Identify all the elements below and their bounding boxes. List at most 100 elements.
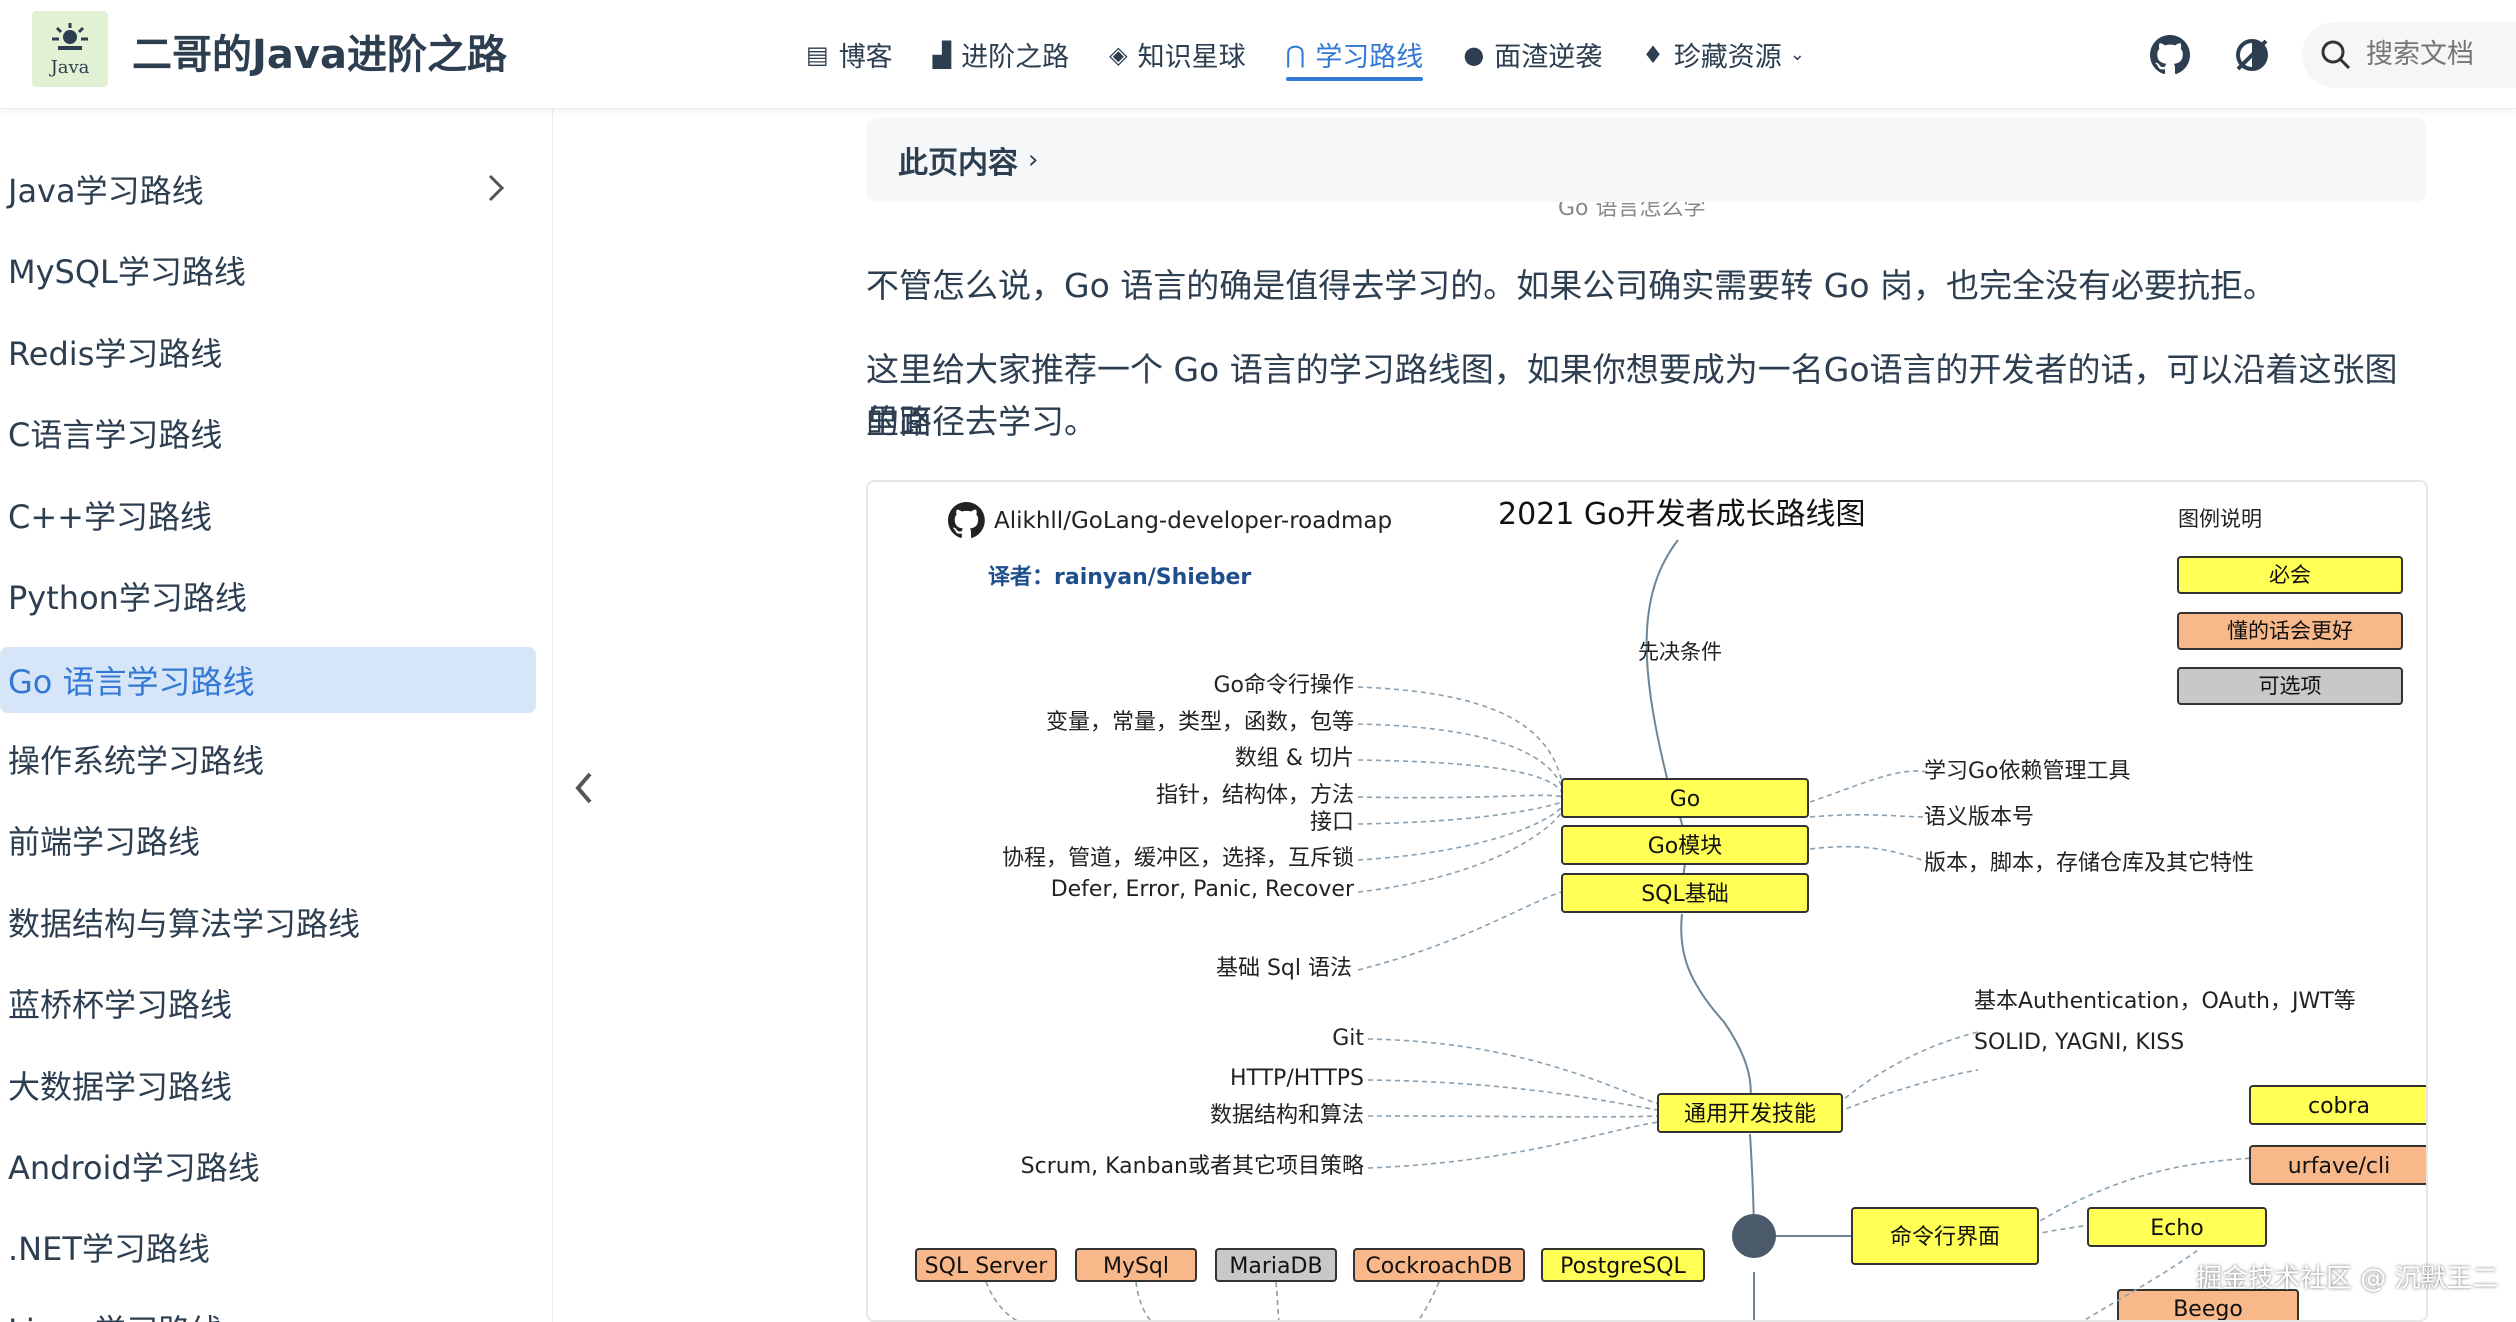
search-input[interactable] xyxy=(2366,39,2516,70)
main-nav: ▤ 博客 ▟ 进阶之路 ◈ 知识星球 ⋂ 学习路线 ● 面渣逆袭 ♦ 珍藏资源 … xyxy=(806,0,1845,109)
site-logo[interactable]: Java xyxy=(32,11,108,87)
topic-item: 指针，结构体，方法 xyxy=(1156,783,1354,808)
topic-item: 基础 Sql 语法 xyxy=(1216,956,1352,981)
sidebar-item-c[interactable]: C语言学习路线 xyxy=(0,400,536,466)
search-icon xyxy=(2321,40,2351,69)
sidebar-item-label: .NET学习路线 xyxy=(8,1230,210,1268)
sidebar-item-label: Android学习路线 xyxy=(8,1149,260,1187)
node-label: MySql xyxy=(1103,1254,1169,1279)
nav-resources-dropdown[interactable]: ♦ 珍藏资源 ⌄ xyxy=(1642,0,1805,109)
toc-toggle[interactable]: 此页内容 › xyxy=(866,118,2426,202)
core-node-go-modules: Go模块 xyxy=(1561,825,1809,865)
nav-advanced-path-label: 进阶之路 xyxy=(961,42,1070,73)
node-label: cobra xyxy=(2308,1094,2370,1119)
sidebar-item-dsa[interactable]: 数据结构与算法学习路线 xyxy=(0,889,536,955)
paragraph-2-line-1: 这里给大家推荐一个 Go 语言的学习路线图，如果你想要成为一名Go语言的开发者的… xyxy=(866,350,2398,441)
chevron-right-icon xyxy=(488,174,505,202)
web-item-beego: Beego xyxy=(2117,1289,2299,1322)
nav-blog-label: 博客 xyxy=(838,42,893,73)
nav-resources-label: 珍藏资源 xyxy=(1673,42,1782,73)
cli-item-urfave: urfave/cli xyxy=(2249,1145,2426,1185)
roadmap-diagram: Alikhll/GoLang-developer-roadmap 译者：rain… xyxy=(915,497,2426,1322)
node-label: 通用开发技能 xyxy=(1684,1102,1816,1127)
sidebar-item-label: Go 语言学习路线 xyxy=(8,663,255,701)
topic-item: Git xyxy=(1332,1026,1364,1051)
toc-label: 此页内容 xyxy=(898,146,1018,181)
sidebar-item-label: Python学习路线 xyxy=(8,579,247,617)
coin-icon: ● xyxy=(1463,40,1485,69)
legend-label: 必会 xyxy=(2269,563,2311,587)
sidebar-item-python[interactable]: Python学习路线 xyxy=(0,563,536,629)
sidebar-item-os[interactable]: 操作系统学习路线 xyxy=(0,726,536,792)
planet-icon: ◈ xyxy=(1109,40,1128,69)
topic-item: Scrum, Kanban或者其它项目策略 xyxy=(1021,1154,1364,1179)
sidebar-item-bigdata[interactable]: 大数据学习路线 xyxy=(0,1052,536,1118)
topic-item: 学习Go依赖管理工具 xyxy=(1924,759,2131,784)
chevron-down-icon: ⌄ xyxy=(1789,44,1805,65)
sidebar-item-frontend[interactable]: 前端学习路线 xyxy=(0,807,536,873)
db-item-cockroachdb: CockroachDB xyxy=(1353,1248,1525,1282)
core-right-topics: 学习Go依赖管理工具 语义版本号 版本，脚本，存储仓库及其它特性 xyxy=(1924,759,2254,876)
sidebar-item-label: 蓝桥杯学习路线 xyxy=(8,986,233,1024)
sidebar: Java学习路线 MySQL学习路线 Redis学习路线 C语言学习路线 C++… xyxy=(0,109,553,1322)
sidebar-item-label: 操作系统学习路线 xyxy=(8,742,265,780)
node-label: SQL Server xyxy=(925,1254,1049,1279)
top-navbar: Java 二哥的Java进阶之路 ▤ 博客 ▟ 进阶之路 ◈ 知识星球 ⋂ 学习… xyxy=(0,0,2516,109)
right-topic-connectors xyxy=(1809,770,2255,1237)
sidebar-item-lanqiao[interactable]: 蓝桥杯学习路线 xyxy=(0,970,536,1036)
sidebar-item-linux[interactable]: Linux学习路线 xyxy=(0,1296,536,1322)
nav-learning-roadmap[interactable]: ⋂ 学习路线 xyxy=(1285,0,1423,109)
sidebar-item-android[interactable]: Android学习路线 xyxy=(0,1133,536,1199)
node-general-dev-skills: 通用开发技能 xyxy=(1657,1093,1843,1133)
sidebar-item-go[interactable]: Go 语言学习路线 xyxy=(0,647,536,713)
sidebar-item-label: 前端学习路线 xyxy=(8,823,201,861)
node-label: Go xyxy=(1670,787,1701,812)
db-item-mysql: MySql xyxy=(1075,1248,1197,1282)
left-topic-connectors xyxy=(1357,686,1659,1169)
document-icon: ▤ xyxy=(806,40,829,69)
legend-title: 图例说明 xyxy=(2178,507,2262,531)
site-title[interactable]: 二哥的Java进阶之路 xyxy=(132,32,507,78)
web-item-echo: Echo xyxy=(2087,1207,2267,1247)
node-label: SQL基础 xyxy=(1641,882,1729,907)
nav-blog[interactable]: ▤ 博客 xyxy=(806,0,893,109)
chart-icon: ▟ xyxy=(932,40,952,69)
nav-advanced-path[interactable]: ▟ 进阶之路 xyxy=(933,0,1069,109)
repo-name: Alikhll/GoLang-developer-roadmap xyxy=(994,508,1392,534)
sidebar-item-label: Redis学习路线 xyxy=(8,335,223,373)
topic-item: 协程，管道，缓冲区，选择，互斥锁 xyxy=(1002,846,1354,871)
topic-item: 基本Authentication，OAuth，JWT等 xyxy=(1974,989,2356,1014)
theme-toggle-icon[interactable] xyxy=(2232,35,2272,75)
sidebar-item-mysql[interactable]: MySQL学习路线 xyxy=(0,237,536,303)
prereq-label: 先决条件 xyxy=(1638,640,1722,664)
node-label: Beego xyxy=(2173,1297,2243,1322)
navbar-actions: Ct xyxy=(2150,0,2516,109)
legend-good-to-know: 懂的话会更好 xyxy=(2177,612,2403,650)
sidebar-item-java[interactable]: Java学习路线 xyxy=(0,156,536,222)
sidebar-item-dotnet[interactable]: .NET学习路线 xyxy=(0,1214,536,1280)
topic-item: Defer, Error, Panic, Recover xyxy=(1051,877,1355,902)
sidebar-item-label: 数据结构与算法学习路线 xyxy=(8,905,361,943)
search-box[interactable]: Ct xyxy=(2302,21,2516,88)
nav-interview[interactable]: ● 面渣逆袭 xyxy=(1463,0,1602,109)
nav-interview-label: 面渣逆袭 xyxy=(1494,42,1603,73)
chevron-right-icon: › xyxy=(1028,145,1039,175)
node-label: CockroachDB xyxy=(1365,1254,1512,1279)
logo-text: Java xyxy=(50,56,90,78)
db-item-sqlserver: SQL Server xyxy=(915,1248,1057,1282)
legend-label: 可选项 xyxy=(2259,674,2322,698)
go-roadmap-image: Alikhll/GoLang-developer-roadmap 译者：rain… xyxy=(866,480,2428,1322)
translator-credit: 译者：rainyan/Shieber xyxy=(988,565,1251,590)
topic-item: Go命令行操作 xyxy=(1213,673,1354,698)
sidebar-item-redis[interactable]: Redis学习路线 xyxy=(0,319,536,385)
paragraph-1: 不管怎么说，Go 语言的确是值得去学习的。如果公司确实需要转 Go 岗，也完全没… xyxy=(866,266,2276,305)
watermark: 掘金技术社区 @ 沉默王二 xyxy=(2196,1264,2499,1294)
nav-knowledge-planet[interactable]: ◈ 知识星球 xyxy=(1109,0,1245,109)
sidebar-item-cpp[interactable]: C++学习路线 xyxy=(0,482,536,548)
collapse-sidebar-icon[interactable] xyxy=(568,768,600,808)
github-icon[interactable] xyxy=(2150,34,2190,75)
core-node-go: Go xyxy=(1561,778,1809,818)
path-icon: ⋂ xyxy=(1285,40,1306,69)
topic-item: HTTP/HTTPS xyxy=(1230,1066,1364,1091)
node-label: 命令行界面 xyxy=(1890,1225,2000,1250)
